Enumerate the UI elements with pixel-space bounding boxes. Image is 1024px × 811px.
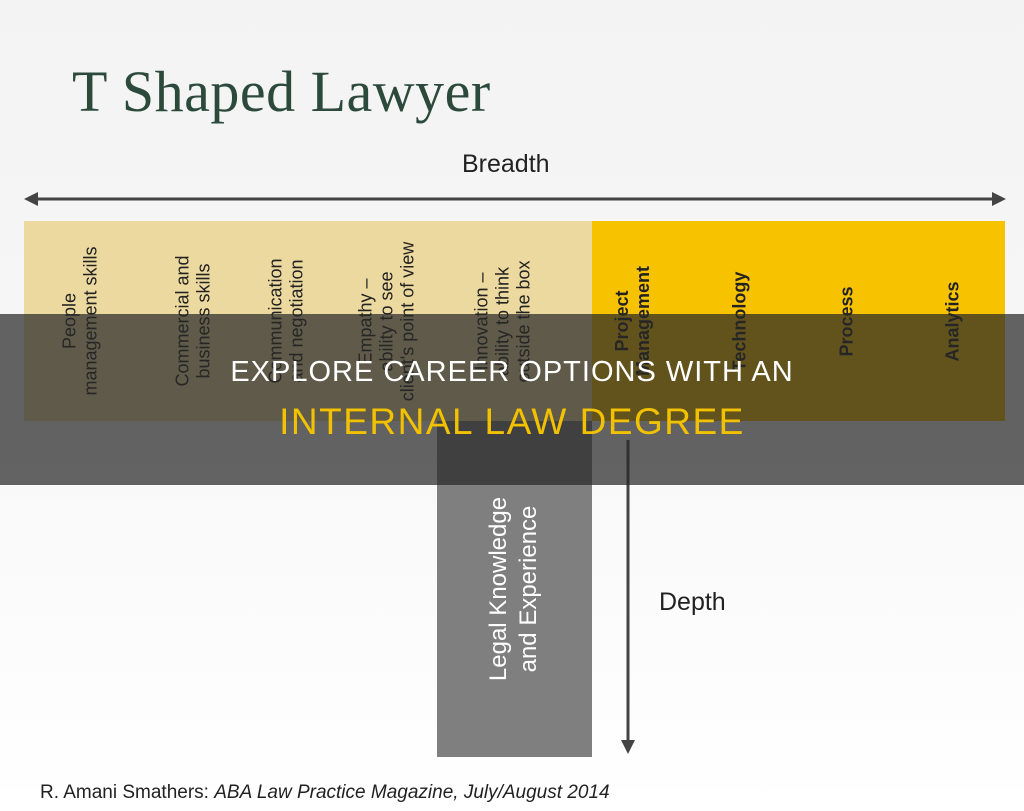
banner-line-1: EXPLORE CAREER OPTIONS WITH AN	[230, 356, 794, 388]
breadth-arrow	[24, 192, 1006, 206]
title-banner: EXPLORE CAREER OPTIONS WITH AN INTERNAL …	[0, 314, 1024, 485]
depth-label: Depth	[659, 588, 726, 616]
banner-line-2: INTERNAL LAW DEGREE	[279, 401, 745, 442]
citation: R. Amani Smathers: ABA Law Practice Maga…	[40, 782, 610, 804]
breadth-label: Breadth	[462, 150, 550, 178]
slide-title: T Shaped Lawyer	[72, 59, 491, 124]
citation-author: R. Amani Smathers:	[40, 782, 215, 803]
depth-arrow	[621, 440, 635, 754]
citation-source: ABA Law Practice Magazine, July/August 2…	[214, 782, 610, 803]
